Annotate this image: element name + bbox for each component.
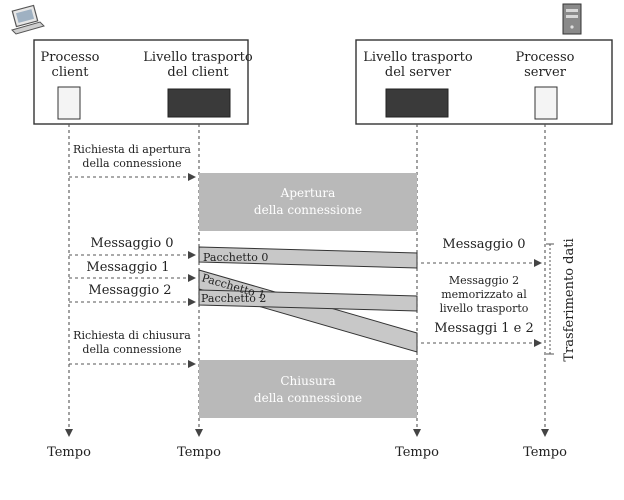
packet-2-label: Pacchetto 2 [201,292,266,305]
client-message-1: Messaggio 1 [86,260,169,275]
client-process-block [57,86,81,120]
server-process-label: Processo [516,50,575,65]
data-transfer-label: Trasferimento dati [562,238,577,361]
closing-phase-label: della connessione [254,391,362,405]
client-transport-label: del client [167,65,229,80]
packet-2 [198,289,418,312]
server-messages-1-2: Messaggi 1 e 2 [434,321,534,336]
time-axis-label: Tempo [523,445,567,460]
server-transport-label: del server [385,65,452,80]
server-message-0: Messaggio 0 [442,237,525,252]
client-message-0: Messaggio 0 [90,236,173,251]
client-process-label: client [52,65,90,80]
server-transport-label: Livello trasporto [363,50,473,65]
time-axis-label: Tempo [47,445,91,460]
opening-phase-label: Apertura [280,186,336,200]
buffered-note: memorizzato al [441,288,527,301]
packet-1 [198,269,418,353]
connection-opening-phase [199,173,417,231]
client-process-label: Processo [41,50,100,65]
server-transport-block [385,88,449,118]
opening-request-label: Richiesta di apertura [73,143,191,156]
client-host-box [33,39,249,125]
client-message-2: Messaggio 2 [88,283,171,298]
closing-request-label: della connessione [82,343,181,356]
buffered-note: livello trasporto [440,302,529,315]
time-axis-label: Tempo [395,445,439,460]
server-tower-icon [562,3,582,35]
packet-0 [198,246,418,269]
laptop-icon [11,4,45,35]
closing-request-label: Richiesta di chiusura [73,329,191,342]
closing-phase-label: Chiusura [280,374,335,388]
client-transport-label: Livello trasporto [143,50,253,65]
opening-request-label: della connessione [82,157,181,170]
connection-closing-phase [199,360,417,418]
server-process-block [534,86,558,120]
client-transport-block [167,88,231,118]
opening-phase-label: della connessione [254,203,362,217]
server-host-box [355,39,613,125]
time-axis-label: Tempo [177,445,221,460]
packet-0-label: Pacchetto 0 [203,251,268,264]
server-process-label: server [524,65,567,80]
buffered-note: Messaggio 2 [449,274,519,287]
